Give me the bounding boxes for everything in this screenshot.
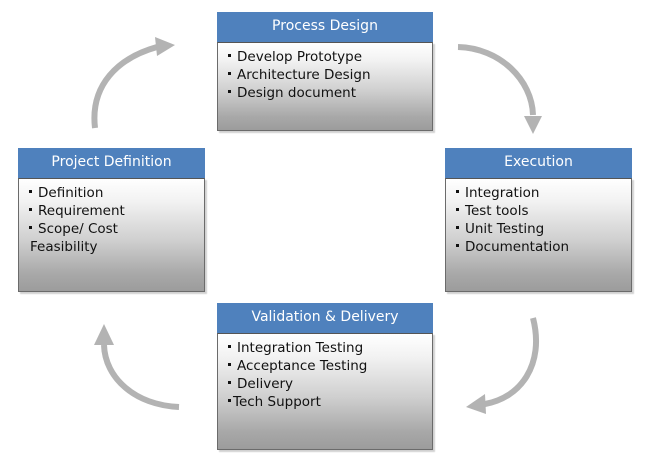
stage-items: Develop Prototype Architecture Design De…: [217, 42, 433, 131]
list-item: Acceptance Testing: [226, 357, 432, 375]
list-item: Tech Support: [226, 393, 432, 411]
bullet-icon: [228, 90, 231, 93]
stage-items: Integration Testing Acceptance Testing D…: [217, 333, 433, 450]
list-item: Develop Prototype: [226, 48, 432, 66]
bullet-icon: [29, 190, 32, 193]
stage-validation-delivery: Validation & Delivery Integration Testin…: [217, 303, 433, 450]
list-item: Integration Testing: [226, 339, 432, 357]
list-item: Delivery: [226, 375, 432, 393]
stage-project-definition: Project Definition Definition Requiremen…: [18, 148, 205, 292]
bullet-icon: [456, 208, 459, 211]
bullet-icon: [456, 190, 459, 193]
stage-title: Process Design: [217, 12, 433, 42]
stage-items: Integration Test tools Unit Testing Docu…: [445, 178, 632, 292]
list-item: Architecture Design: [226, 66, 432, 84]
stage-execution: Execution Integration Test tools Unit Te…: [445, 148, 632, 292]
stage-title: Execution: [445, 148, 632, 178]
list-item: Documentation: [454, 238, 631, 256]
bullet-icon: [228, 381, 231, 384]
stage-process-design: Process Design Develop Prototype Archite…: [217, 12, 433, 131]
list-item: Unit Testing: [454, 220, 631, 238]
list-item: Scope/ Cost: [27, 220, 204, 238]
bullet-icon: [228, 399, 231, 402]
arrow-definition-to-design: [91, 37, 175, 129]
arrow-design-to-execution: [457, 44, 542, 134]
bullet-icon: [456, 226, 459, 229]
arrow-validation-to-definition: [94, 324, 180, 410]
stage-items: Definition Requirement Scope/ Cost Feasi…: [18, 178, 205, 292]
list-item-continuation: Feasibility: [30, 239, 98, 255]
bullet-icon: [228, 54, 231, 57]
stage-title: Validation & Delivery: [217, 303, 433, 333]
stage-title: Project Definition: [18, 148, 205, 178]
list-item: Requirement: [27, 202, 204, 220]
bullet-icon: [29, 226, 32, 229]
list-item: Definition: [27, 184, 204, 202]
arrow-execution-to-validation: [466, 317, 540, 414]
bullet-icon: [228, 345, 231, 348]
bullet-icon: [228, 72, 231, 75]
list-item: Test tools: [454, 202, 631, 220]
bullet-icon: [29, 208, 32, 211]
list-item: Integration: [454, 184, 631, 202]
bullet-icon: [456, 244, 459, 247]
list-item: Design document: [226, 84, 432, 102]
bullet-icon: [228, 363, 231, 366]
